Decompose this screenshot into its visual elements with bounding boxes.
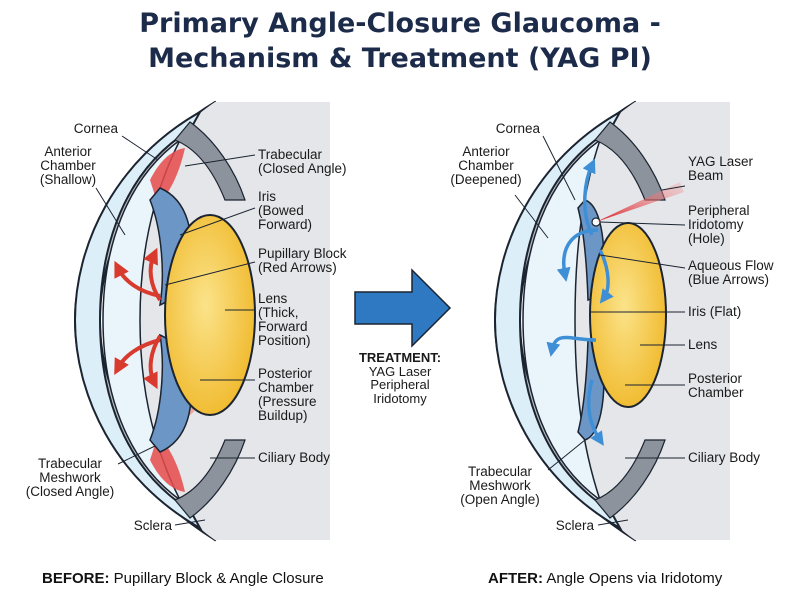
after-label-sclera: Sclera (555, 518, 594, 533)
after-blue-arrow-5 (586, 379, 604, 446)
after-caption-text: Angle Opens via Iridotomy (543, 570, 723, 587)
before-caption-text: Pupillary Block & Angle Closure (109, 570, 324, 587)
after-laser-beam (596, 182, 684, 222)
before-label-ciliary-body: Ciliary Body (258, 450, 331, 465)
before-ciliary-bottom (174, 439, 246, 519)
before-label-trabecular-meshwork: Trabecular Meshwork (Closed Angle) (25, 456, 115, 499)
before-lens (164, 214, 256, 416)
before-ciliary-top (174, 121, 246, 201)
after-label-yag-beam: YAG Laser Beam (688, 154, 754, 183)
before-red-arrow-2 (143, 247, 162, 302)
before-red-arrow-4 (143, 334, 162, 390)
title-line-1: Primary Angle-Closure Glaucoma - (139, 8, 661, 39)
title-line-2: Mechanism & Treatment (YAG PI) (148, 43, 652, 74)
before-label-cornea: Cornea (73, 121, 118, 136)
before-caption-bold: BEFORE: (42, 570, 110, 587)
after-caption: AFTER: Angle Opens via Iridotomy (488, 570, 722, 587)
before-eye (73, 100, 330, 542)
after-label-trabecular-meshwork: Trabecular Meshwork (Open Angle) (460, 464, 540, 507)
before-label-lens: Lens (Thick, Forward Position) (258, 291, 311, 348)
after-cornea (493, 109, 623, 531)
after-blue-arrow-4 (546, 335, 597, 357)
before-caption: BEFORE: Pupillary Block & Angle Closure (42, 570, 324, 587)
after-label-iris-flat: Iris (Flat) (688, 304, 742, 319)
after-ciliary-top (594, 121, 666, 201)
before-label-posterior-chamber: Posterior Chamber (Pressure Buildup) (258, 366, 317, 423)
before-label-pupillary-block: Pupillary Block (Red Arrows) (258, 246, 347, 275)
before-label-trabecular-closed: Trabecular (Closed Angle) (258, 147, 347, 176)
after-ciliary-bottom (594, 439, 666, 519)
before-label-sclera: Sclera (133, 518, 172, 533)
after-eye (493, 100, 730, 542)
after-blue-arrow-2 (582, 158, 596, 236)
after-label-iridotomy: Peripheral Iridotomy (Hole) (688, 203, 750, 246)
after-label-ciliary-body: Ciliary Body (688, 450, 761, 465)
before-label-anterior-chamber: Anterior Chamber (Shallow) (39, 144, 97, 187)
before-cornea (73, 109, 203, 531)
treatment-label: TREATMENT: YAG Laser Peripheral Iridotom… (340, 351, 460, 405)
after-label-cornea: Cornea (495, 121, 540, 136)
treatment-text: YAG Laser Peripheral Iridotomy (368, 363, 432, 406)
after-label-anterior-chamber: Anterior Chamber (Deepened) (450, 144, 522, 187)
before-label-iris: Iris (Bowed Forward) (258, 189, 313, 232)
page-title: Primary Angle-Closure Glaucoma - Mechani… (0, 6, 800, 76)
after-label-aqueous-flow: Aqueous Flow (Blue Arrows) (688, 258, 774, 287)
treatment-heading: TREATMENT: (358, 350, 442, 365)
after-label-lens: Lens (688, 337, 718, 352)
after-caption-bold: AFTER: (488, 570, 543, 587)
after-label-posterior-chamber: Posterior Chamber (688, 371, 744, 400)
treatment-arrow (354, 268, 452, 348)
